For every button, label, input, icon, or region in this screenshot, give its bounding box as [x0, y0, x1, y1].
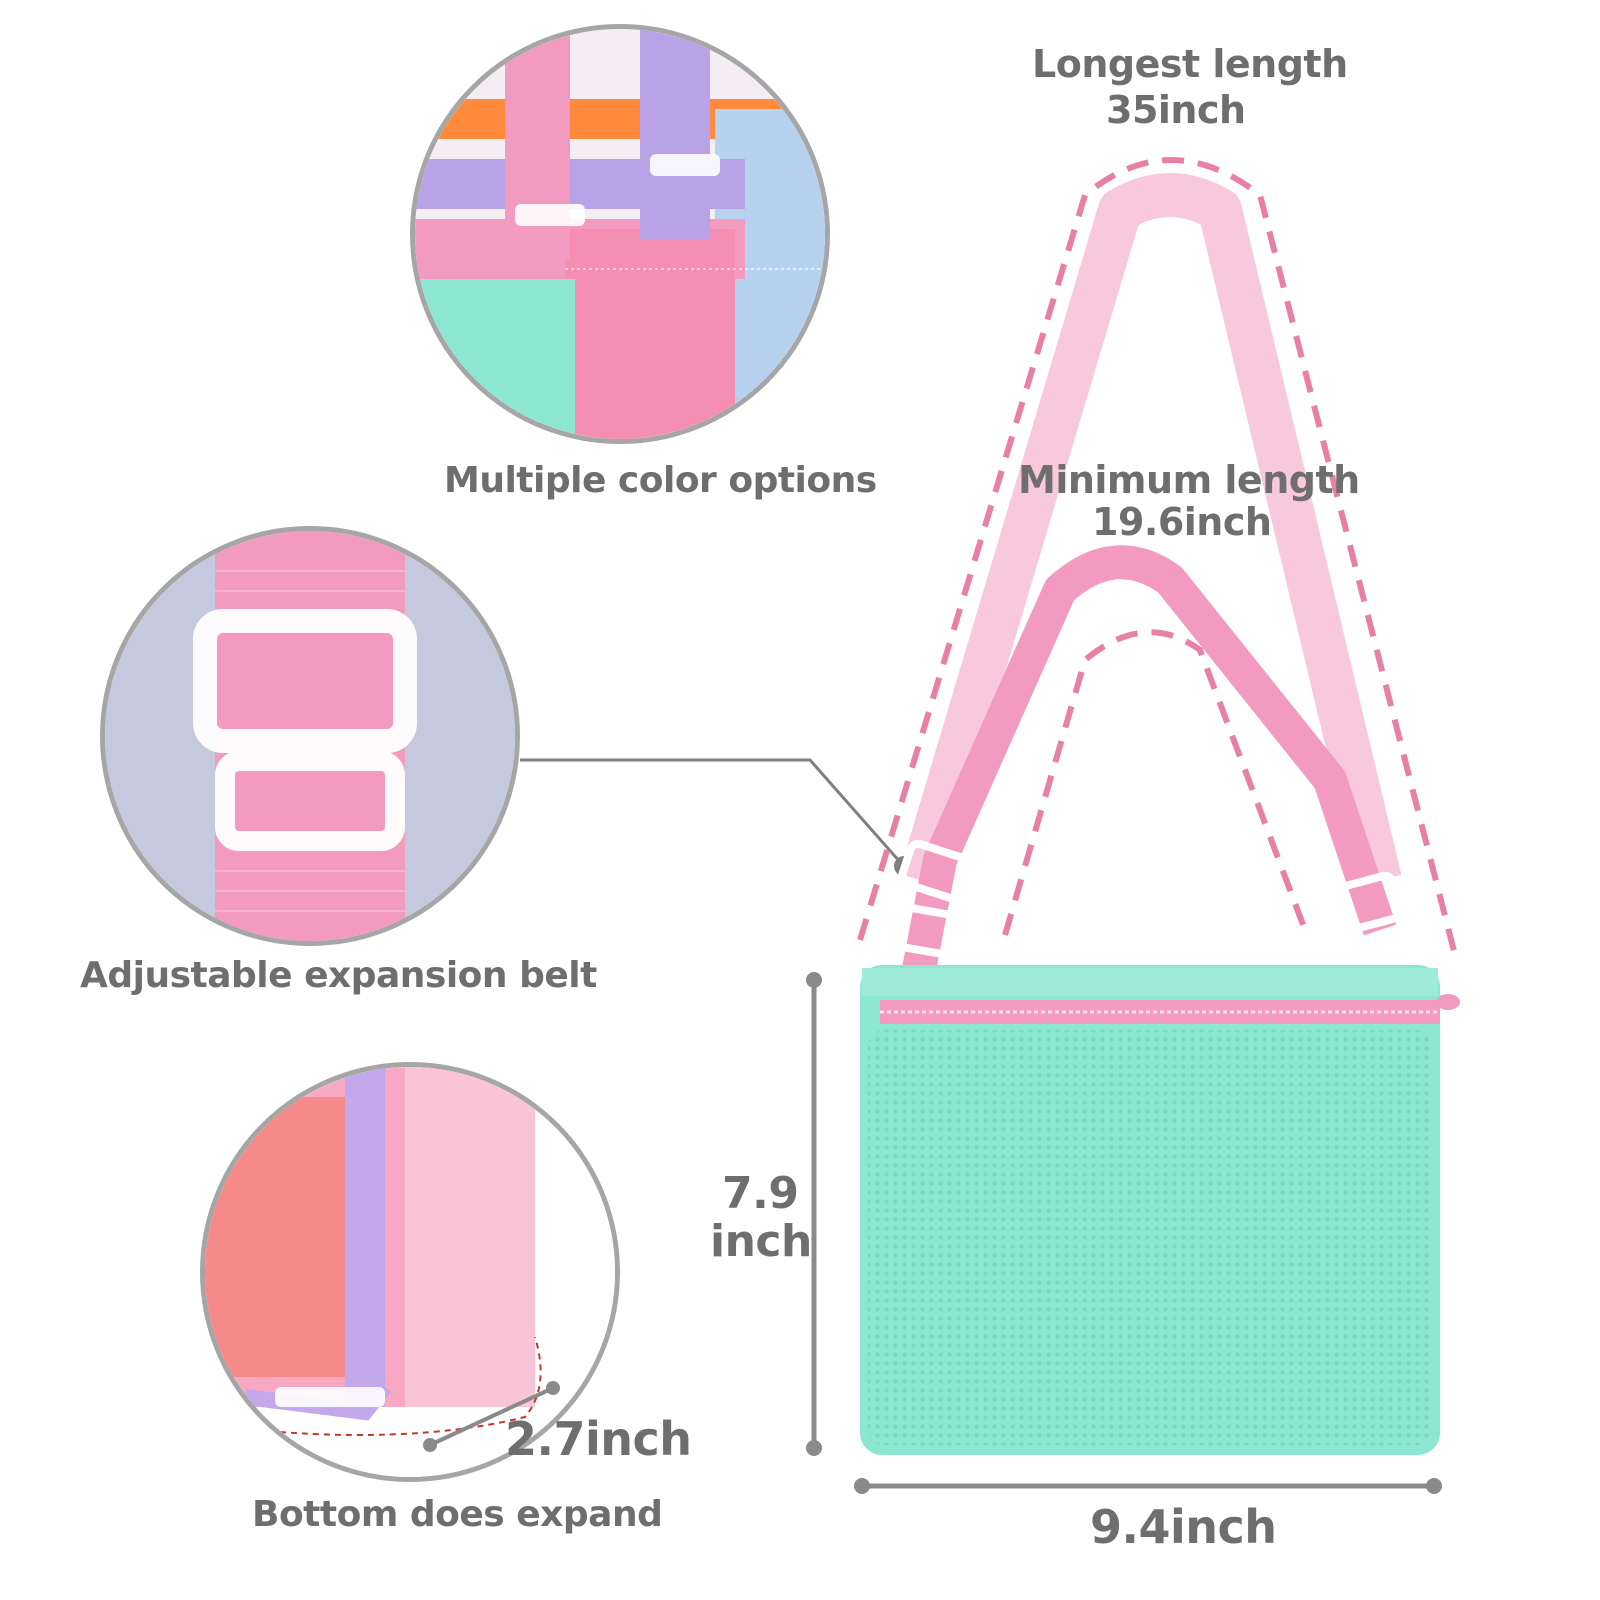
callout-connector-dot	[894, 856, 914, 876]
minimum-length-label: Minimum length	[1018, 458, 1360, 502]
right-buckle	[1337, 871, 1405, 933]
left-buckle-bottom	[884, 902, 958, 958]
bag-bottom-photo	[205, 1067, 615, 1477]
adjustable-belt-caption: Adjustable expansion belt	[80, 955, 597, 996]
zipper-pull	[1436, 994, 1460, 1010]
callout-connector-line	[520, 758, 902, 863]
adjustable-belt-closeup	[100, 526, 520, 946]
bag-rim	[862, 968, 1438, 996]
left-buckle-top	[898, 839, 972, 903]
short-strap	[898, 545, 1397, 994]
bottom-expand-caption: Bottom does expand	[252, 1494, 663, 1535]
buckle-photo	[105, 531, 515, 941]
height-unit: inch	[710, 1216, 812, 1267]
longest-length-label: Longest length	[1032, 42, 1348, 86]
longest-length-value: 35inch	[1106, 88, 1246, 132]
height-value: 7.9	[722, 1168, 799, 1219]
color-options-closeup	[410, 24, 830, 444]
bottom-depth-value: 2.7inch	[505, 1412, 692, 1466]
color-options-caption: Multiple color options	[444, 460, 877, 501]
bag-body	[860, 965, 1440, 1455]
bottom-expand-closeup	[200, 1062, 620, 1482]
minimum-length-value: 19.6inch	[1092, 500, 1272, 544]
zipper-band	[880, 1000, 1440, 1024]
bag-mesh-texture	[868, 1030, 1432, 1445]
width-value: 9.4inch	[1090, 1500, 1277, 1554]
minimum-length-guide	[1002, 629, 1308, 936]
color-options-photo	[415, 29, 825, 439]
longest-length-guide	[857, 157, 1458, 956]
